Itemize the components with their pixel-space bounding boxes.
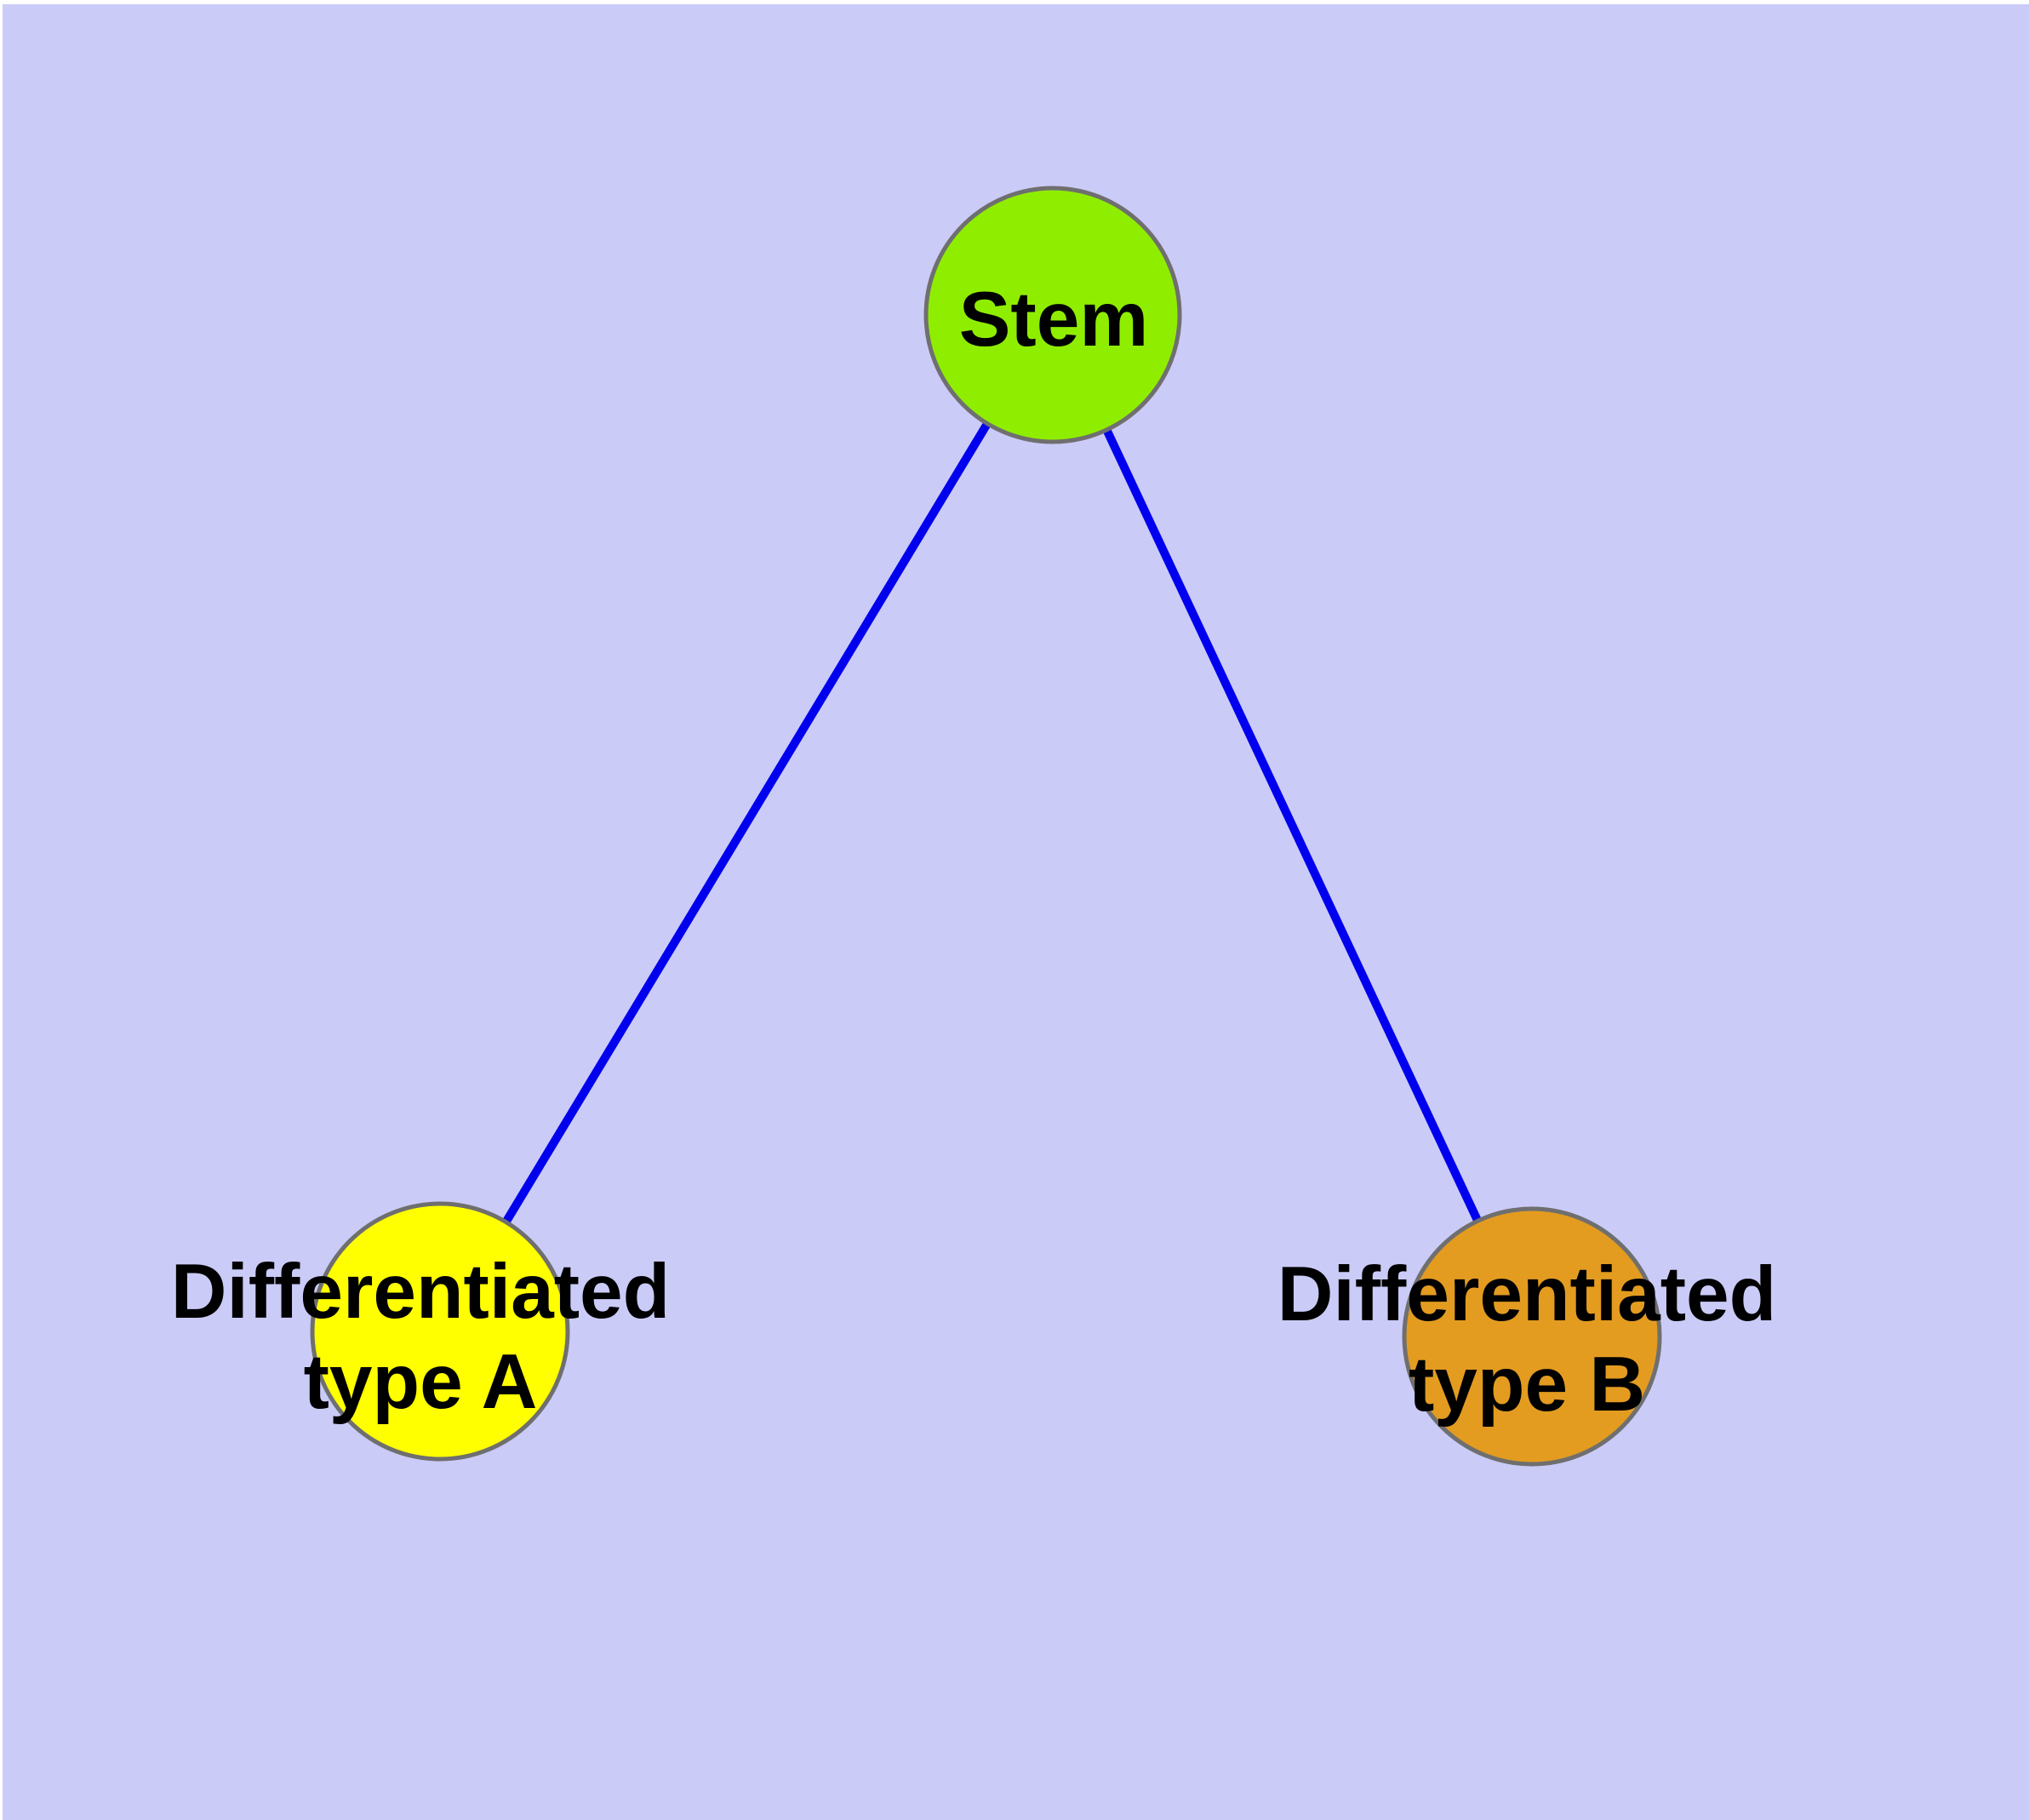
node-differentiated-type-a[interactable] [310,1201,570,1462]
edge-stem-to-type-a [436,312,1057,1334]
edge-stem-to-type-b [1049,312,1536,1339]
node-differentiated-type-b[interactable] [1402,1206,1662,1467]
node-stem[interactable] [923,186,1182,444]
